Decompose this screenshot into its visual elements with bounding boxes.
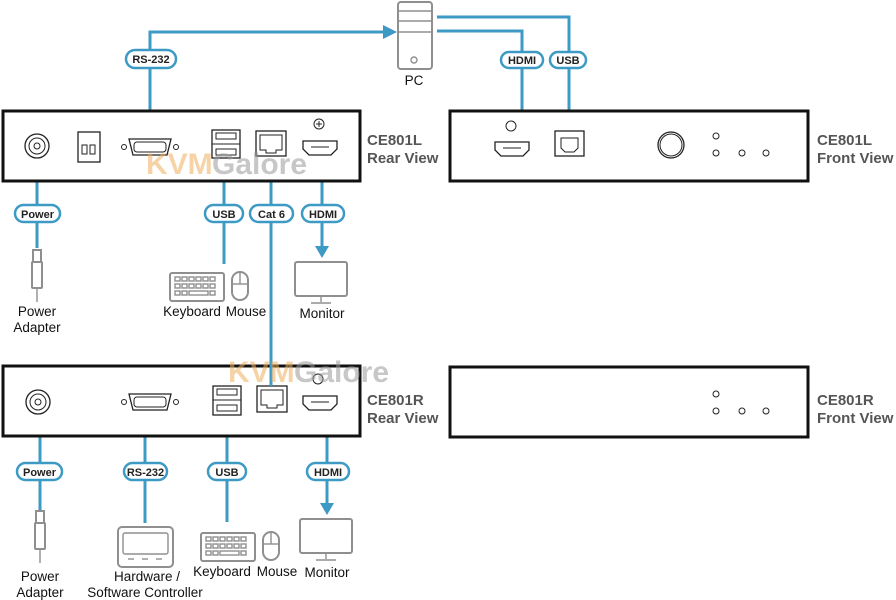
usb-b-port-icon: [554, 130, 585, 157]
arrow-to-pc: [383, 25, 397, 39]
svg-text:KVM: KVM: [146, 148, 213, 181]
cable-label-hdmi-top: HDMI: [300, 203, 346, 224]
ce801l-front-view: Front View: [817, 150, 894, 167]
cable-label-power-bottom: Power: [15, 461, 64, 482]
ce801l-rear-view: Rear View: [367, 150, 439, 167]
cable-label-hdmi-pc: HDMI: [499, 50, 545, 70]
cable-label-cat6: Cat 6: [248, 203, 295, 224]
ce801l-rear-model: CE801L: [367, 132, 422, 149]
svg-text:HDMI: HDMI: [508, 55, 536, 67]
power-adapter-top-label-1: Power: [18, 304, 57, 319]
ce801l-front-model: CE801L: [817, 132, 872, 149]
watermark-top: KVM Galore: [146, 148, 307, 181]
serial-port-icon: [121, 138, 179, 156]
monitor-top-icon: [294, 261, 348, 304]
hdmi-port-icon: [302, 118, 338, 156]
monitor-bottom-label: Monitor: [304, 565, 350, 580]
led-indicators: [712, 132, 770, 157]
watermark-bottom: KVM Galore: [228, 356, 389, 389]
dip-switch-icon: [77, 131, 101, 163]
mouse-top-label: Mouse: [226, 304, 267, 319]
monitor-bottom-icon: [299, 518, 353, 561]
pc-label: PC: [405, 73, 424, 88]
remote-power-jack-icon: [25, 389, 51, 415]
ce801r-rear-model: CE801R: [367, 392, 424, 409]
controller-label-2: Software Controller: [87, 585, 203, 600]
mouse-bottom-label: Mouse: [257, 564, 298, 579]
svg-text:RS-232: RS-232: [127, 467, 164, 479]
svg-text:Power: Power: [21, 209, 55, 221]
remote-hdmi-port-icon: [302, 373, 338, 411]
rj45-port-icon: [255, 130, 287, 157]
svg-text:HDMI: HDMI: [314, 467, 342, 479]
remote-serial-port-icon: [121, 393, 179, 411]
svg-text:KVM: KVM: [228, 356, 295, 389]
svg-text:RS-232: RS-232: [132, 54, 169, 66]
cable-label-rs232-bottom: RS-232: [122, 461, 169, 482]
front-hdmi-port-icon: [494, 120, 530, 157]
cable-label-usb-bottom: USB: [206, 461, 248, 482]
svg-text:Galore: Galore: [294, 356, 389, 389]
keyboard-top-label: Keyboard: [163, 304, 221, 319]
ce801l-rear-panel: [1, 109, 362, 183]
svg-text:Power: Power: [23, 467, 57, 479]
ce801r-rear-panel: [1, 364, 362, 438]
power-jack-icon: [24, 133, 50, 159]
keyboard-bottom-label: Keyboard: [193, 564, 251, 579]
svg-text:USB: USB: [212, 209, 235, 221]
remote-usb-a-ports-icon: [212, 385, 242, 416]
ce801r-front-model: CE801R: [817, 392, 874, 409]
power-adapter-plug-icon: [31, 249, 43, 302]
power-adapter-bottom-label-1: Power: [21, 569, 60, 584]
cable-label-rs232-top: RS-232: [124, 48, 178, 70]
ce801r-front-view: Front View: [817, 410, 894, 427]
arrow-to-monitor-bottom: [320, 503, 334, 515]
usb-a-ports-icon: [211, 129, 241, 159]
mouse-bottom-icon: [262, 531, 280, 561]
remote-led-indicators: [712, 390, 770, 415]
monitor-top-label: Monitor: [299, 306, 345, 321]
power-adapter-plug-bottom-icon: [34, 510, 46, 563]
wire-pc-usb: [437, 15, 571, 128]
arrow-to-monitor-top: [315, 246, 329, 258]
ce801r-rear-view: Rear View: [367, 410, 439, 427]
svg-text:Cat 6: Cat 6: [258, 209, 285, 221]
controller-label-1: Hardware /: [114, 569, 180, 584]
cable-label-usb-pc: USB: [548, 50, 588, 70]
keyboard-bottom-icon: [200, 532, 256, 562]
cable-label-hdmi-bottom: HDMI: [305, 461, 351, 482]
svg-text:USB: USB: [215, 467, 238, 479]
pc-tower-icon: [397, 1, 433, 70]
keyboard-icon: [169, 272, 225, 302]
svg-text:HDMI: HDMI: [309, 209, 337, 221]
wire-pc-hdmi: [437, 29, 524, 127]
power-adapter-top-label-2: Adapter: [13, 320, 61, 335]
remote-rj45-port-icon: [256, 385, 288, 413]
push-button-icon: [657, 131, 685, 159]
power-adapter-bottom-label-2: Adapter: [16, 585, 64, 600]
mouse-icon: [231, 271, 249, 301]
svg-text:Galore: Galore: [212, 148, 307, 181]
ce801r-front-panel: [448, 365, 810, 439]
cable-label-usb-top: USB: [203, 203, 245, 224]
svg-text:USB: USB: [556, 55, 579, 67]
wire-rs232-to-pc: [148, 30, 383, 133]
controller-icon: [117, 526, 174, 568]
cable-label-power-top: Power: [13, 203, 62, 224]
